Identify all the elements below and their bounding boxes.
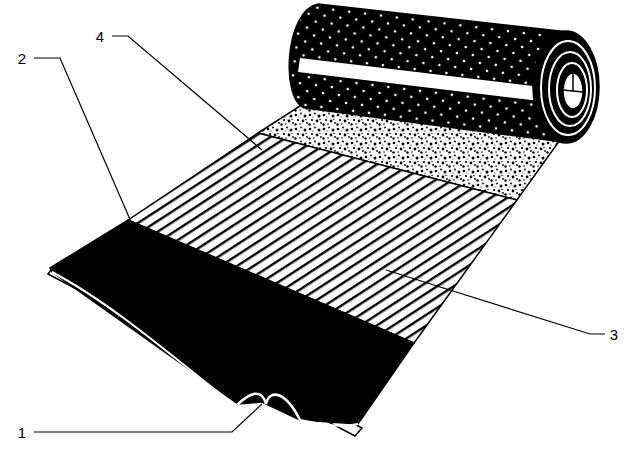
fold-highlight	[300, 420, 358, 426]
fold-curl	[236, 394, 300, 420]
leader-line	[386, 270, 605, 334]
roll-spiral	[549, 52, 591, 126]
roll	[289, 4, 599, 143]
fold-highlight	[52, 272, 236, 406]
roll-end	[533, 31, 599, 143]
callout-number: 4	[96, 29, 104, 44]
callout-number: 1	[18, 425, 26, 440]
roll-band	[298, 58, 566, 104]
leader-lines	[34, 36, 605, 432]
callout-number: 3	[610, 327, 618, 342]
leader-line	[34, 58, 132, 224]
roll-body	[289, 4, 568, 142]
roll-spiral	[557, 63, 587, 117]
black-layer	[50, 220, 414, 424]
leader-line	[112, 36, 262, 150]
leader-line	[34, 404, 262, 432]
roll-spiral	[541, 41, 595, 135]
callout-number: 2	[18, 51, 26, 66]
roll-core	[563, 73, 583, 109]
sheet	[48, 104, 560, 436]
roll-core-mark	[572, 73, 574, 91]
